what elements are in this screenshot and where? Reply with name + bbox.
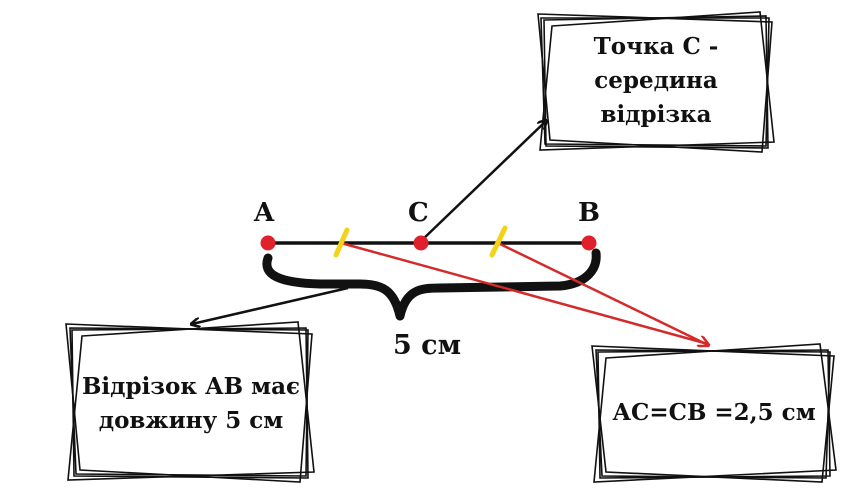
- length-box-line-1: Відрізок АВ має: [81, 373, 301, 400]
- point-c-dot: [413, 235, 429, 251]
- tick-mark-cb: [489, 225, 508, 258]
- point-c-label: C: [408, 198, 429, 228]
- point-a-dot: [260, 235, 276, 251]
- equality-box-text: АС=СВ =2,5 см: [600, 396, 828, 430]
- length-box-text: Відрізок АВ має довжину 5 см: [76, 370, 306, 438]
- arrow-tick2-to-equality-box: [497, 241, 708, 345]
- point-a-label: A: [254, 198, 275, 228]
- point-b-dot: [581, 235, 597, 251]
- length-box-line-2: довжину 5 см: [98, 407, 284, 434]
- midpoint-box-text: Точка С - середина відрізка: [548, 30, 764, 132]
- length-box-frame: [65, 321, 315, 483]
- equality-box-frame: [591, 343, 837, 483]
- arrow-tick1-to-equality-box: [340, 241, 709, 346]
- arrow-c-to-midpoint-box: [420, 121, 546, 242]
- length-label: 5 см: [393, 330, 462, 361]
- point-b-label: B: [578, 198, 600, 228]
- midpoint-box-line-1: Точка С -: [593, 33, 719, 60]
- arrow-brace-to-length-box: [192, 286, 349, 324]
- midpoint-box-line-2: середина: [594, 67, 718, 94]
- equality-box-line-1: АС=СВ =2,5 см: [612, 399, 816, 426]
- midpoint-box-frame: [537, 11, 775, 153]
- length-brace: [262, 248, 601, 321]
- tick-mark-ac: [333, 227, 350, 258]
- midpoint-box-line-3: відрізка: [600, 101, 712, 128]
